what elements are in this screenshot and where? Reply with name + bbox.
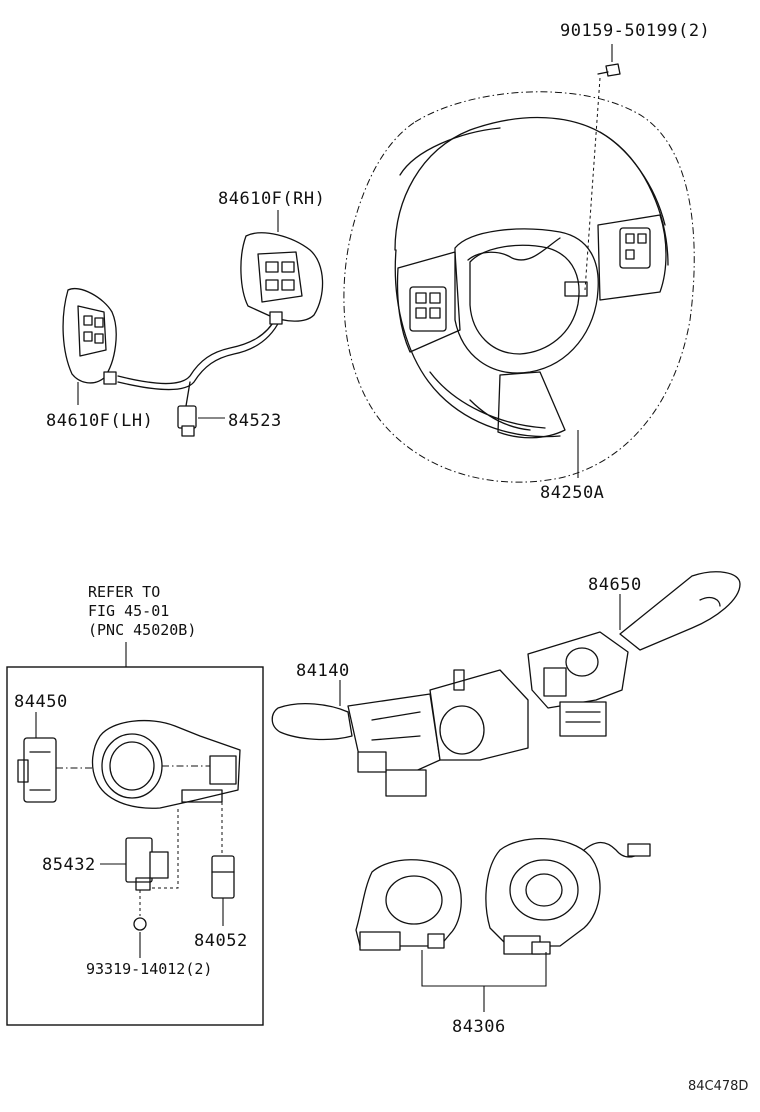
label-transponder: 85432 bbox=[42, 855, 96, 875]
lock-assembly-frame bbox=[6, 666, 264, 1026]
screw-93319 bbox=[133, 917, 147, 931]
bolt-90159 bbox=[584, 63, 621, 291]
label-headlamp-switch: 84140 bbox=[296, 661, 350, 681]
label-screw: 93319-14012(2) bbox=[86, 960, 212, 978]
label-bolt: 90159-50199(2) bbox=[560, 21, 710, 41]
label-spiral-cable: 84306 bbox=[452, 1017, 506, 1037]
refer-line-1: REFER TO bbox=[88, 583, 160, 601]
wire-harness bbox=[103, 311, 283, 437]
spiral-cable bbox=[485, 838, 651, 955]
spiral-cable-cover bbox=[355, 859, 462, 951]
label-unlock-switch: 84052 bbox=[194, 931, 248, 951]
refer-line-3: (PNC 45020B) bbox=[88, 621, 196, 639]
label-lock-switch: 84450 bbox=[14, 692, 68, 712]
figure-code: 84C478D bbox=[688, 1079, 748, 1094]
refer-line-2: FIG 45-01 bbox=[88, 602, 169, 620]
lock-housing bbox=[91, 719, 241, 809]
switch-rh bbox=[240, 232, 324, 322]
label-switch-rh: 84610F(RH) bbox=[218, 189, 325, 209]
transponder bbox=[125, 837, 169, 891]
unlock-switch bbox=[211, 855, 235, 899]
wiper-switch bbox=[527, 571, 741, 737]
label-switch-lh: 84610F(LH) bbox=[46, 411, 153, 431]
switch-lh bbox=[62, 287, 117, 384]
label-wiper-switch: 84650 bbox=[588, 575, 642, 595]
steering-wheel bbox=[343, 91, 695, 483]
headlamp-switch bbox=[271, 669, 529, 797]
lock-switch bbox=[17, 737, 57, 803]
label-wire: 84523 bbox=[228, 411, 282, 431]
label-steering-wheel: 84250A bbox=[540, 483, 604, 503]
